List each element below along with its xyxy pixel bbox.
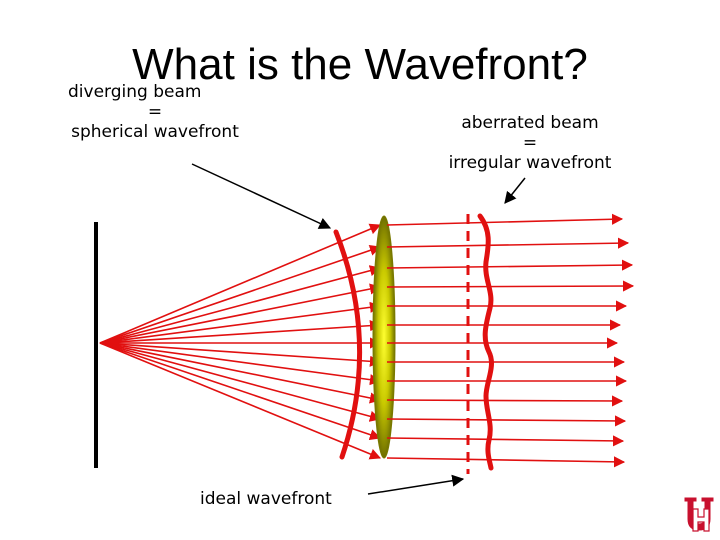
incoming-ray: [99, 342, 382, 441]
aberrated-beam-line1: aberrated beam: [461, 113, 599, 133]
incoming-ray: [99, 301, 382, 344]
incoming-ray: [99, 283, 382, 344]
diverging-beam-line3: spherical wavefront: [71, 122, 239, 142]
ideal-wavefront-label: ideal wavefront: [200, 489, 332, 509]
aberrated-beam-line2: =: [522, 133, 538, 153]
incoming-ray: [99, 342, 382, 386]
outgoing-ray: [386, 395, 624, 407]
irregular-pointer-arrow: [504, 177, 526, 204]
aberrated-beam-label: aberrated beam = irregular wavefront: [420, 113, 640, 173]
lens: [372, 215, 396, 459]
incoming-ray: [99, 223, 382, 344]
outgoing-ray: [386, 237, 630, 249]
diverging-rays: [99, 223, 382, 460]
incoming-ray: [99, 342, 382, 460]
ideal-pointer-arrow: [367, 474, 465, 495]
diverging-beam-line1: diverging beam: [68, 82, 202, 102]
collimated-rays: [386, 213, 635, 468]
aberrated-beam-line3: irregular wavefront: [448, 153, 612, 173]
incoming-ray: [99, 342, 382, 422]
irregular-wavefront: [477, 213, 494, 471]
spherical-pointer-arrow: [191, 163, 332, 229]
diverging-beam-line2: =: [147, 102, 163, 122]
incoming-ray: [99, 320, 382, 344]
incoming-ray: [99, 265, 382, 344]
outgoing-ray: [386, 435, 625, 447]
outgoing-ray: [386, 415, 627, 427]
outgoing-ray: [386, 280, 635, 292]
incoming-ray: [99, 342, 382, 404]
spherical-wavefront: [333, 229, 363, 460]
outgoing-ray: [386, 456, 626, 468]
incoming-ray: [99, 342, 382, 367]
uh-logo-icon: [683, 496, 715, 532]
diverging-beam-label: diverging beam = spherical wavefront: [50, 82, 260, 142]
incoming-ray: [99, 244, 382, 344]
outgoing-ray: [386, 213, 624, 226]
slide-title: What is the Wavefront?: [132, 40, 588, 89]
outgoing-ray: [386, 259, 634, 271]
